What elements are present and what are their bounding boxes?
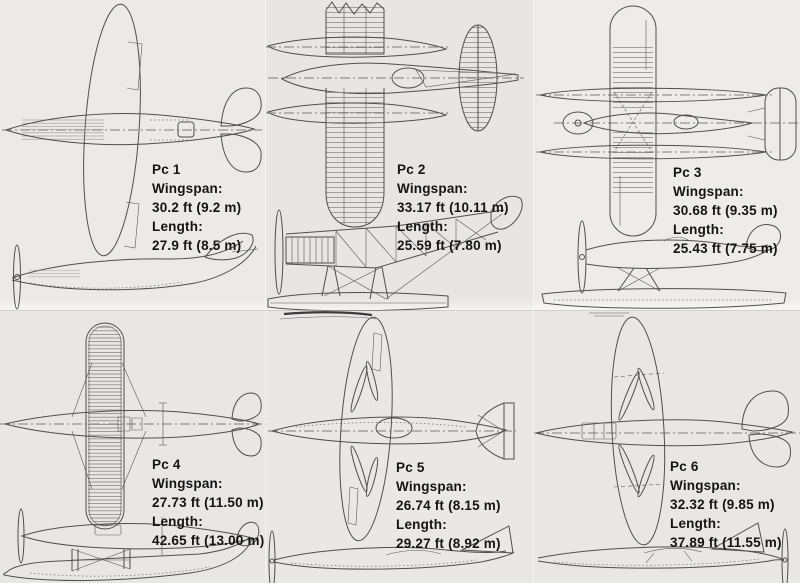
pc4-drawing — [0, 311, 266, 583]
wingspan-value: 30.68 ft (9.35 m) — [673, 203, 778, 218]
pc2-side-view — [268, 196, 522, 310]
wingspan-label: Wingspan: — [396, 479, 467, 494]
length-label: Length: — [152, 219, 203, 234]
length-label: Length: — [397, 219, 448, 234]
pc1-side-view — [12, 233, 258, 309]
wingspan-value: 32.32 ft (9.85 m) — [670, 497, 775, 512]
spec-name: Pc 5 — [396, 460, 425, 475]
length-value: 27.9 ft (8.5 m) — [152, 238, 242, 253]
scan-seam-vertical-right — [533, 0, 534, 583]
length-value: 25.59 ft (7.80 m) — [397, 238, 502, 253]
pc5-plan-view — [268, 316, 516, 543]
panel-pc3: Pc 3 Wingspan: 30.68 ft (9.35 m) Length:… — [534, 0, 800, 311]
pc4-plan-view — [0, 323, 266, 529]
panel-pc1: Pc 1 Wingspan: 30.2 ft (9.2 m) Length: 2… — [0, 0, 266, 311]
panel-pc5: Pc 5 Wingspan: 26.74 ft (8.15 m) Length:… — [266, 311, 534, 583]
pc2-drawing — [266, 0, 534, 311]
pc3-side-view — [542, 221, 786, 308]
panel-pc2: Pc 2 Wingspan: 33.17 ft (10.11 m) Length… — [266, 0, 534, 311]
panel-pc6: Pc 6 Wingspan: 32.32 ft (9.85 m) Length:… — [534, 311, 800, 583]
length-value: 37.89 ft (11.55 m) — [670, 535, 782, 550]
pc5-drawing — [266, 311, 534, 583]
wingspan-label: Wingspan: — [673, 184, 744, 199]
spec-name: Pc 6 — [670, 459, 699, 474]
wingspan-label: Wingspan: — [397, 181, 468, 196]
pc1-drawing — [0, 0, 266, 311]
length-value: 42.65 ft (13.00 m) — [152, 533, 265, 548]
length-label: Length: — [673, 222, 724, 237]
panel-pc4: Pc 4 Wingspan: 27.73 ft (11.50 m) Length… — [0, 311, 266, 583]
length-label: Length: — [396, 517, 447, 532]
pc4-side-view — [4, 509, 259, 581]
length-value: 29.27 ft (8.92 m) — [396, 536, 501, 551]
length-label: Length: — [670, 516, 721, 531]
pc2-plan-view — [266, 2, 524, 227]
spec-name: Pc 3 — [673, 165, 702, 180]
pc3-drawing — [534, 0, 800, 311]
spec-block-pc1: Pc 1 Wingspan: 30.2 ft (9.2 m) Length: 2… — [152, 160, 241, 255]
wingspan-value: 27.73 ft (11.50 m) — [152, 495, 264, 510]
wingspan-label: Wingspan: — [152, 181, 223, 196]
pc3-plan-view — [536, 6, 798, 236]
spec-name: Pc 4 — [152, 457, 181, 472]
spec-block-pc2: Pc 2 Wingspan: 33.17 ft (10.11 m) Length… — [397, 160, 509, 255]
length-label: Length: — [152, 514, 203, 529]
wingspan-label: Wingspan: — [152, 476, 223, 491]
wingspan-label: Wingspan: — [670, 478, 741, 493]
pc5-scan-remnant — [280, 312, 376, 319]
wingspan-value: 33.17 ft (10.11 m) — [397, 200, 509, 215]
wingspan-value: 26.74 ft (8.15 m) — [396, 498, 501, 513]
pc6-scan-remnant — [589, 313, 629, 316]
spec-block-pc3: Pc 3 Wingspan: 30.68 ft (9.35 m) Length:… — [673, 163, 778, 258]
length-value: 25.43 ft (7.75 m) — [673, 241, 778, 256]
pc6-side-view — [538, 523, 788, 583]
spec-name: Pc 2 — [397, 162, 426, 177]
pc6-drawing — [534, 311, 800, 583]
scan-seam-horizontal — [0, 310, 800, 311]
pc5-side-view — [269, 526, 514, 583]
pc6-plan-view — [534, 316, 800, 546]
spec-name: Pc 1 — [152, 162, 181, 177]
spec-block-pc6: Pc 6 Wingspan: 32.32 ft (9.85 m) Length:… — [670, 457, 782, 552]
scan-seam-vertical-left — [265, 0, 266, 583]
spec-block-pc5: Pc 5 Wingspan: 26.74 ft (8.15 m) Length:… — [396, 458, 501, 553]
spec-block-pc4: Pc 4 Wingspan: 27.73 ft (11.50 m) Length… — [152, 455, 264, 550]
wingspan-value: 30.2 ft (9.2 m) — [152, 200, 242, 215]
pc1-plan-view — [2, 2, 262, 257]
